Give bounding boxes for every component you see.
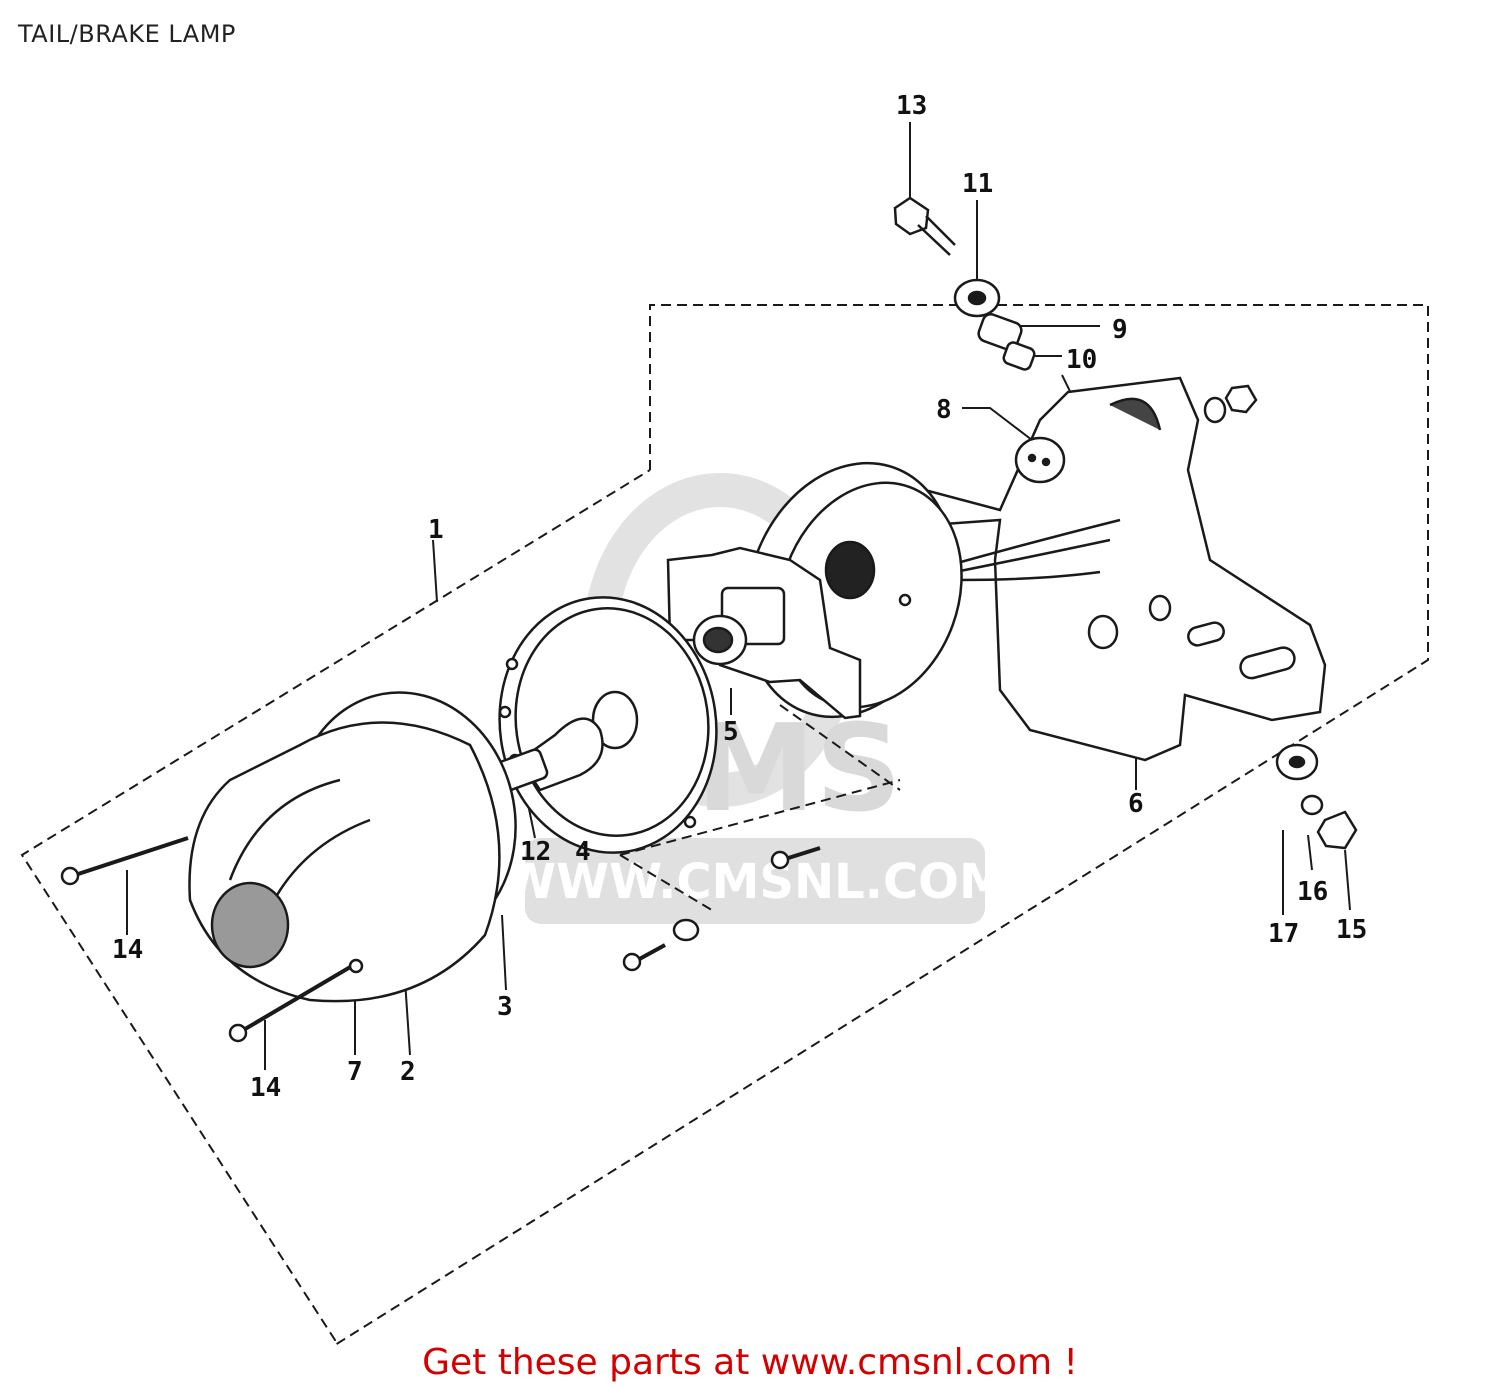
lens-screw-upper [71, 836, 189, 878]
callout-8: 8 [936, 395, 952, 425]
watermark-url-text: WWW.CMSNL.COM [503, 854, 1007, 910]
callout-12: 12 [520, 837, 551, 867]
callout-5: 5 [723, 717, 739, 747]
page-title: TAIL/BRAKE LAMP [18, 20, 236, 48]
tail-lamp-parts [60, 196, 1358, 1043]
callout-7: 7 [347, 1057, 363, 1087]
callout-4: 4 [575, 837, 591, 867]
assembly-outline [20, 304, 1429, 1347]
callout-labels: 1 2 3 4 5 6 7 8 9 10 11 12 13 14 14 15 1… [112, 91, 1367, 1103]
callout-15: 15 [1336, 915, 1367, 945]
lens-screw-lower [238, 964, 354, 1034]
callout-16: 16 [1297, 877, 1328, 907]
callout-13: 13 [896, 91, 927, 121]
cmsnl-parts-link[interactable]: Get these parts at www.cmsnl.com ! [422, 1342, 1078, 1383]
callout-10: 10 [1066, 345, 1097, 375]
callout-14-upper: 14 [112, 935, 143, 965]
callout-2: 2 [400, 1057, 416, 1087]
callout-9: 9 [1112, 315, 1128, 345]
callout-1: 1 [428, 515, 444, 545]
callout-3: 3 [497, 992, 513, 1022]
grommet [1014, 436, 1066, 484]
callout-6: 6 [1128, 789, 1144, 819]
callout-11: 11 [962, 169, 993, 199]
callout-14-lower: 14 [250, 1073, 281, 1103]
reflector [210, 881, 290, 969]
callout-17: 17 [1268, 919, 1299, 949]
